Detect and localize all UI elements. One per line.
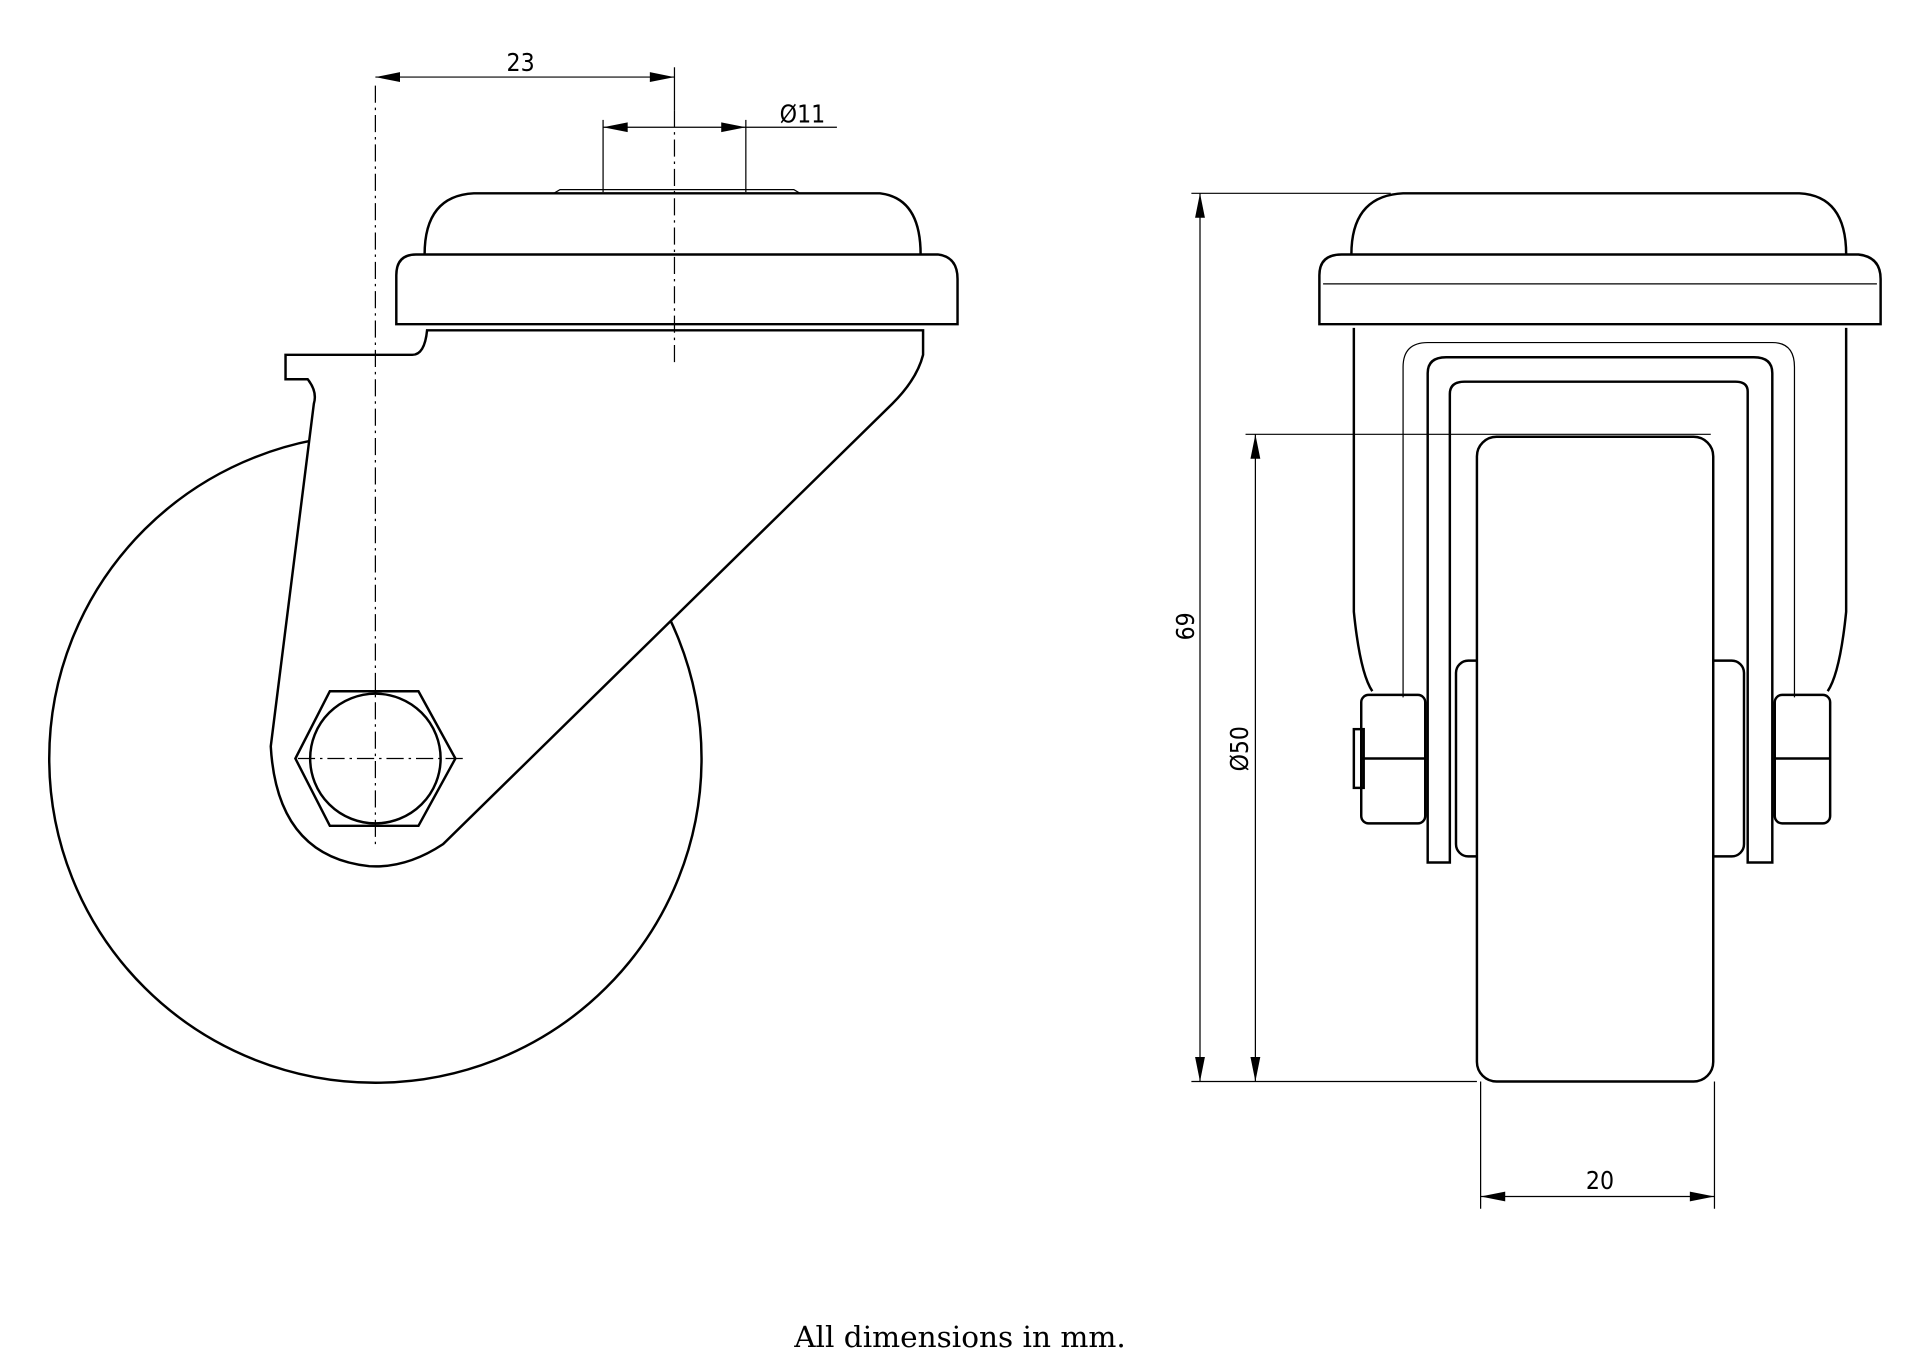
swivel-bracket bbox=[269, 329, 925, 868]
fork bbox=[1426, 356, 1774, 864]
front-wheel bbox=[1475, 435, 1715, 1083]
units-note: All dimensions in mm. bbox=[793, 1320, 1126, 1354]
dimension-wheel-diameter: Ø50 bbox=[1225, 726, 1254, 771]
top-plate bbox=[395, 253, 959, 326]
side-view bbox=[48, 67, 959, 1084]
top-plate-dome bbox=[423, 192, 922, 255]
front-top-plate bbox=[1318, 253, 1882, 326]
dimension-wheel-width: 20 bbox=[1586, 1166, 1614, 1195]
dimension-offset: 23 bbox=[507, 48, 535, 77]
front-view bbox=[1191, 192, 1882, 1209]
dimension-height: 69 bbox=[1171, 612, 1200, 640]
axle-nut bbox=[294, 690, 457, 828]
dimension-bolt-hole: Ø11 bbox=[780, 99, 826, 128]
